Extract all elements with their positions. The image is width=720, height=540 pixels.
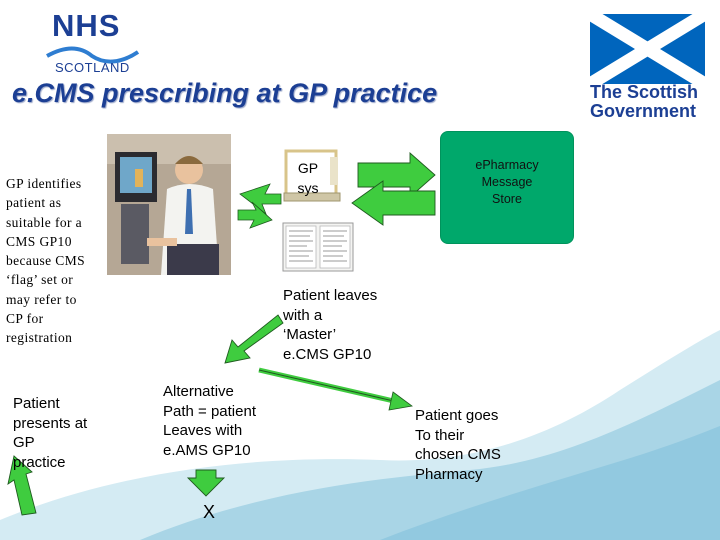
page-title: e.CMS prescribing at GP practice <box>12 78 438 108</box>
arrow-photo-to-gp <box>237 183 282 229</box>
prescription-form-icon <box>282 222 354 272</box>
nhs-logo-text: NHS <box>52 8 121 43</box>
nhs-logo-subtext: SCOTLAND <box>55 60 130 75</box>
gp-system-label: GP sys <box>297 160 319 196</box>
arrow-patient-up <box>7 455 37 516</box>
scottish-government-logo-text: The Scottish Government <box>590 82 699 121</box>
computer-monitor-icon <box>283 149 341 202</box>
patient-presents-text: Patient presents at GP practice <box>13 395 88 471</box>
saltire-flag-icon <box>590 14 705 84</box>
arrow-to-alternative <box>224 314 284 364</box>
epharmacy-store-label: ePharmacy Message Store <box>475 158 539 206</box>
nhs-wave-icon <box>46 46 140 64</box>
alternative-path-text: Alternative Path = patient Leaves with e… <box>163 383 256 459</box>
end-mark: X <box>203 502 216 522</box>
gp-identifies-text: GP identifies patient as suitable for a … <box>6 176 86 346</box>
gp-doctor-photo <box>107 134 231 275</box>
patient-leaves-text: Patient leaves with a ‘Master’ e.CMS GP1… <box>283 287 378 363</box>
epharmacy-store-box <box>440 131 574 244</box>
arrow-epharmacy-to-gp <box>351 180 436 226</box>
arrow-to-pharmacy <box>258 367 413 411</box>
arrow-alternative-down <box>186 469 226 497</box>
patient-goes-text: Patient goes To their chosen CMS Pharmac… <box>415 407 501 483</box>
